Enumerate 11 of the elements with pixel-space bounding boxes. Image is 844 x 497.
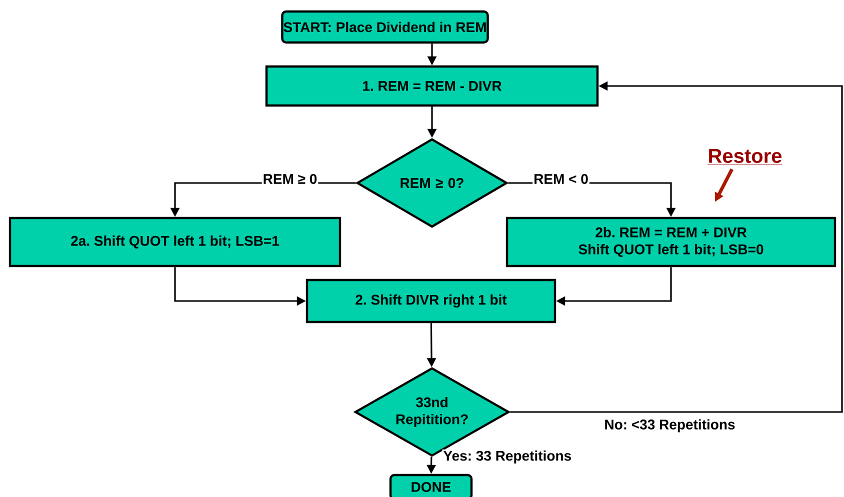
start-box: START: Place Dividend in REM [281, 10, 489, 44]
edge-label: REM < 0 [532, 173, 590, 185]
process-box: 2a. Shift QUOT left 1 bit; LSB=1 [8, 216, 342, 268]
process-box: 1. REM = REM - DIVR [265, 65, 599, 107]
edge-label: REM ≥ 0 [262, 173, 318, 185]
edge-label: No: <33 Repetitions [603, 418, 736, 434]
restore-label: Restore [708, 149, 782, 165]
process-box: 2. Shift DIVR right 1 bit [306, 278, 556, 324]
process-box: 2b. REM = REM + DIVR Shift QUOT left 1 bit; LSB=0 [506, 216, 836, 268]
end-box: DONE [389, 474, 473, 497]
edge-label: Yes: 33 Repetitions [442, 449, 573, 465]
